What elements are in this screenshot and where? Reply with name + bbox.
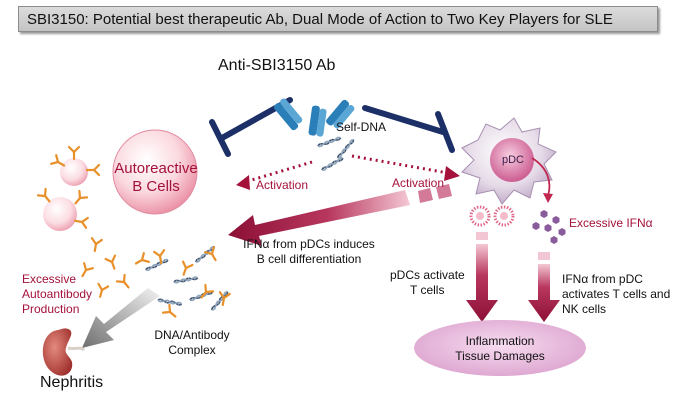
pdc-label: pDC xyxy=(502,154,525,166)
complex-line-2: Complex xyxy=(168,343,216,357)
excessive-ifn-label: Excessive IFNα xyxy=(569,216,653,230)
self-dna-icon xyxy=(316,135,356,173)
diagram-title: SBI3150: Potential best therapeutic Ab, … xyxy=(27,11,613,28)
excessive-auto-line-3: Production xyxy=(22,302,80,316)
b-cell-label-line-2: B Cells xyxy=(132,178,180,195)
small-b-cell-bottom xyxy=(36,187,89,231)
autoreactive-b-cell xyxy=(112,129,198,215)
antibody-icon xyxy=(273,98,355,137)
b-cell-label: Autoreactive B Cells xyxy=(113,160,199,196)
b-cell-label-line-1: Autoreactive xyxy=(114,160,198,177)
activation-label-right: Activation xyxy=(392,176,445,190)
activation-arrow-left xyxy=(236,160,313,190)
inhibition-to-pdc xyxy=(362,105,455,153)
title-bar: SBI3150: Potential best therapeutic Ab, … xyxy=(18,6,658,32)
ifn-pdc-line-2: activates T cells and xyxy=(562,287,671,301)
ifn-b-cell-text: IFNα from pDCs induces B cell differenti… xyxy=(224,237,394,267)
inflammation-line-1: Inflammation xyxy=(465,334,535,348)
complex-text: DNA/Antibody Complex xyxy=(150,328,234,358)
ifn-pdc-text: IFNα from pDC activates T cells and NK c… xyxy=(562,272,670,317)
pdc-cell xyxy=(461,117,557,205)
activated-t-cells xyxy=(469,205,515,227)
ifn-pdc-line-1: IFNα from pDC xyxy=(562,272,643,286)
pdc-to-ifn-arrow xyxy=(531,157,553,203)
complex-to-kidney-arrow xyxy=(82,288,160,348)
pdcs-activate-line-2: T cells xyxy=(410,283,445,297)
complex-line-1: DNA/Antibody xyxy=(154,328,230,342)
antibody-label: Anti-SBI3150 Ab xyxy=(218,57,336,74)
dna-antibody-complexes xyxy=(144,244,231,322)
pdcs-activate-text: pDCs activate T cells xyxy=(390,268,465,298)
ifn-b-cell-line-1: IFNα from pDCs induces xyxy=(243,237,375,251)
ifn-pdc-line-3: NK cells xyxy=(562,302,607,316)
t-cell-to-inflammation-arrow xyxy=(466,232,498,322)
small-b-cell-top xyxy=(50,145,101,186)
inflammation-text: Inflammation Tissue Damages xyxy=(430,334,570,364)
excessive-auto-line-1: Excessive xyxy=(22,272,77,286)
self-dna-label: Self-DNA xyxy=(336,120,387,134)
activation-label-left: Activation xyxy=(256,178,309,192)
excessive-auto-line-2: Autoantibody xyxy=(22,287,93,301)
activation-arrow-right xyxy=(351,154,460,181)
inflammation-line-2: Tissue Damages xyxy=(455,349,545,363)
excessive-autoantibody-text: Excessive Autoantibody Production xyxy=(22,272,92,317)
ifn-molecules xyxy=(532,210,566,244)
kidney-icon xyxy=(42,328,86,376)
pdcs-activate-line-1: pDCs activate xyxy=(390,268,465,282)
ifn-b-cell-line-2: B cell differentiation xyxy=(256,252,362,266)
nephritis-label: Nephritis xyxy=(40,374,104,391)
ifn-to-b-cell-arrow xyxy=(228,184,452,246)
inflammation-ellipse xyxy=(414,320,586,376)
ifn-to-inflammation-arrow xyxy=(528,252,560,322)
